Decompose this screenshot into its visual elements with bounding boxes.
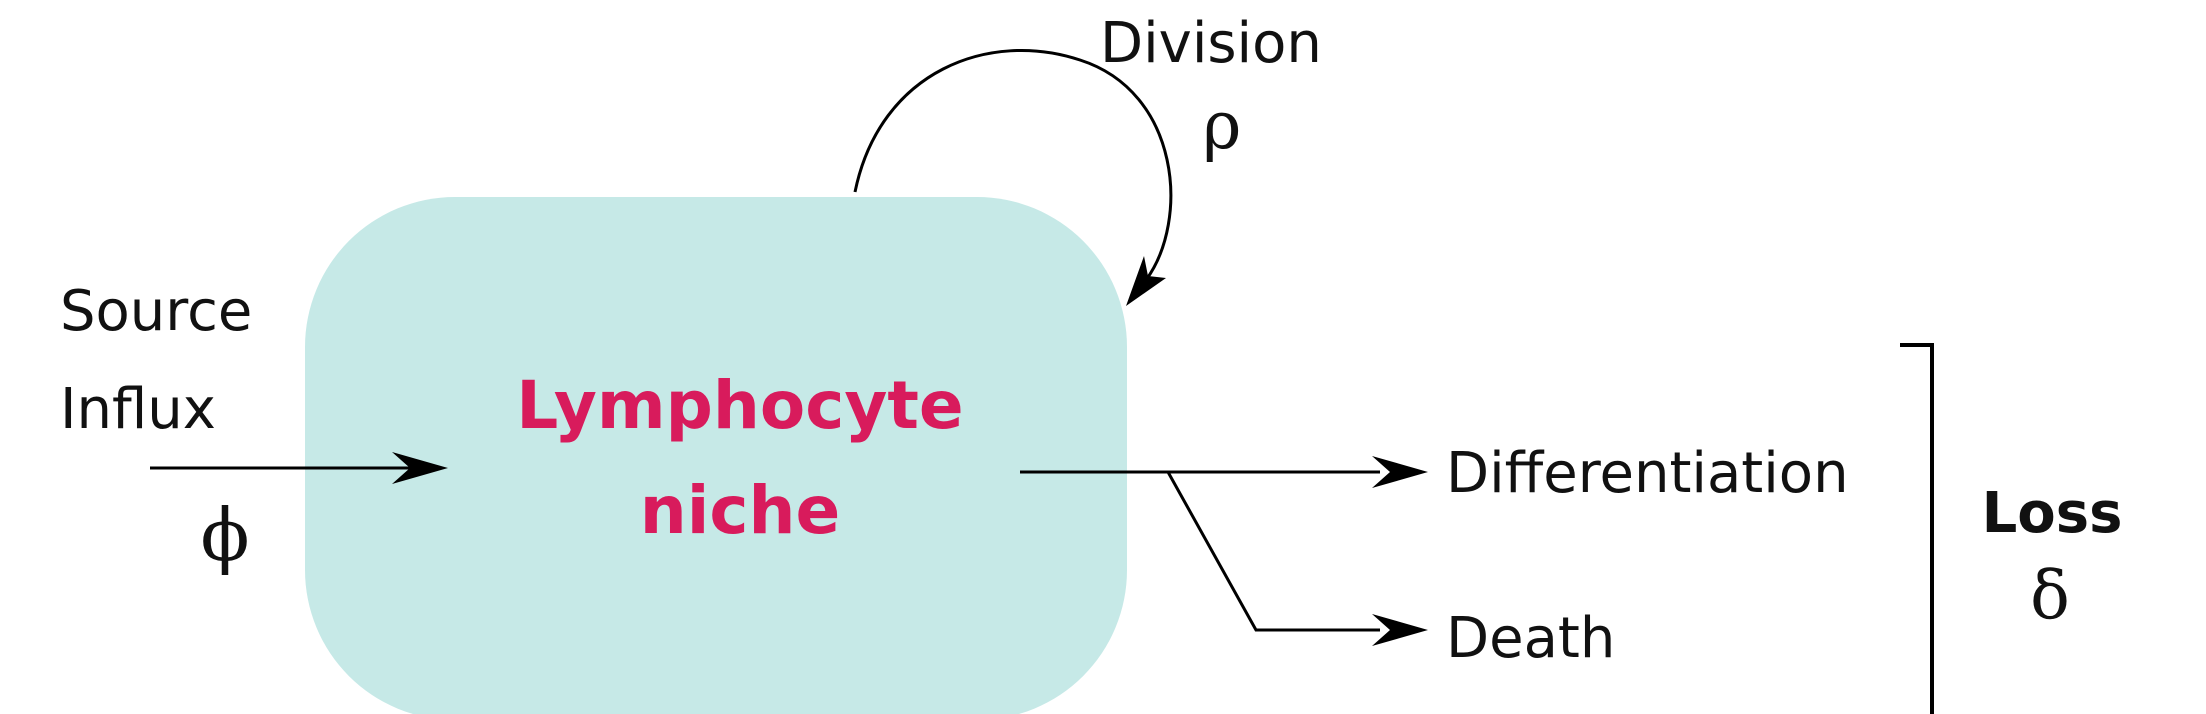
influx-symbol: ϕ <box>200 493 249 577</box>
division-loop-arrow <box>853 48 1173 281</box>
death-branch-line <box>1166 471 1380 632</box>
source-label-line2: Influx <box>60 377 216 442</box>
niche-title-line1: Lymphocyte <box>516 367 963 444</box>
loss-label: Loss <box>1982 481 2123 546</box>
source-label-line1: Source <box>60 279 252 344</box>
loss-bracket <box>1900 343 1934 714</box>
division-label: Division <box>1100 11 1322 76</box>
differentiation-label: Differentiation <box>1446 441 1849 506</box>
death-label: Death <box>1446 606 1615 671</box>
loss-symbol: δ <box>2030 557 2070 634</box>
influx-arrowhead <box>392 452 448 484</box>
division-arrowhead <box>1126 256 1166 306</box>
niche-title-line2: niche <box>640 472 840 549</box>
death-arrowhead <box>1372 614 1428 646</box>
differentiation-arrowhead <box>1372 456 1428 488</box>
niche-box <box>305 197 1127 714</box>
division-symbol: ρ <box>1203 87 1242 164</box>
